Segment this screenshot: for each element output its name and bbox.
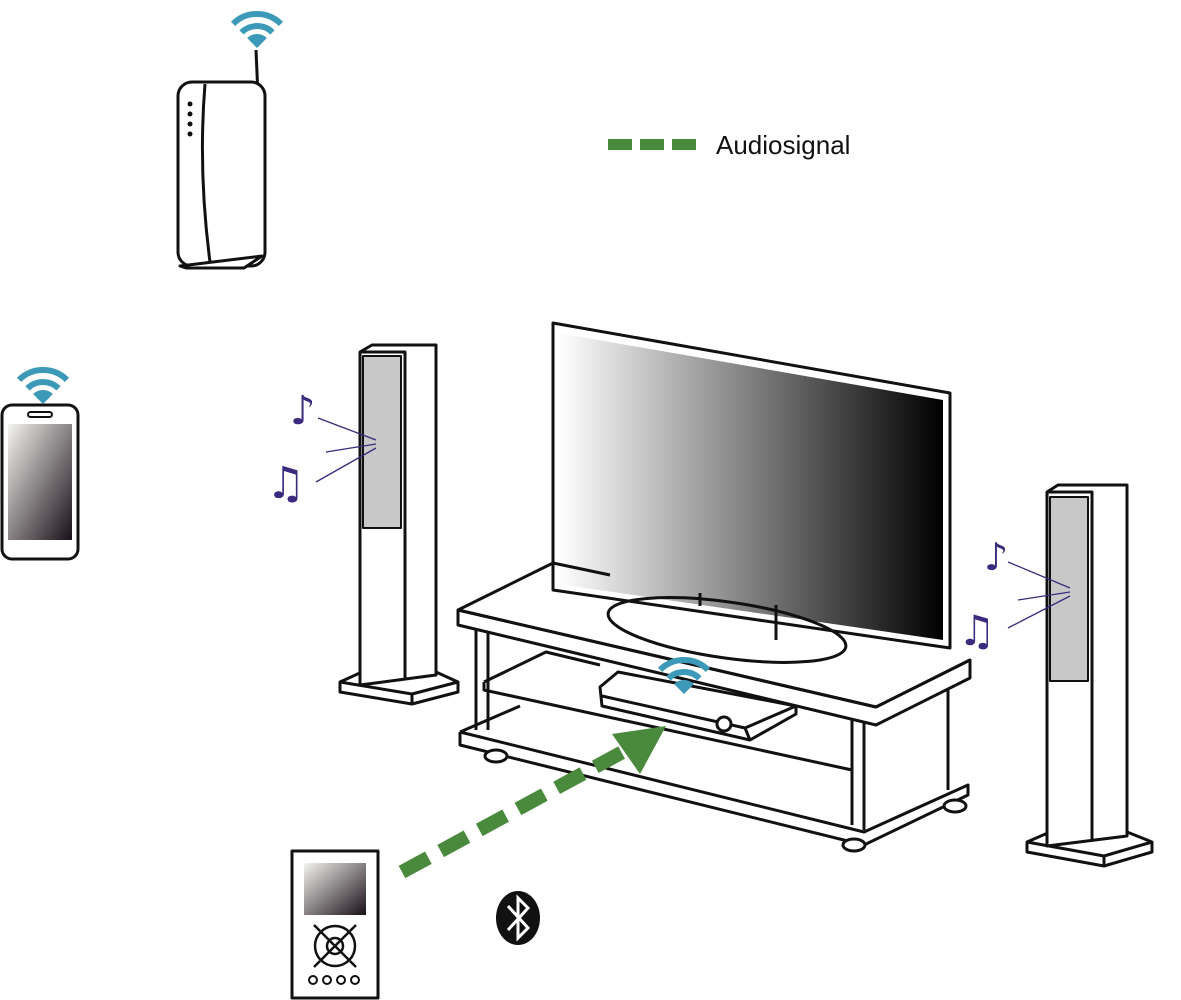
smartphone <box>0 403 80 561</box>
music-note-icon: ♪ <box>984 535 1008 579</box>
music-note-icon: ♪ <box>290 388 316 434</box>
legend-dashed-line <box>608 137 704 155</box>
wifi-icon <box>16 367 70 404</box>
right-speaker <box>1025 483 1154 868</box>
wifi-icon <box>657 657 711 694</box>
router <box>176 49 267 270</box>
sound-waves <box>315 417 1071 629</box>
music-note-icon: ♫ <box>266 458 305 509</box>
wifi-icon <box>230 11 284 48</box>
bluetooth-icon <box>496 891 540 945</box>
legend-label: Audiosignal <box>716 130 851 160</box>
music-note-icon: ♫ <box>958 606 996 655</box>
audio-signal-arrow <box>398 726 666 879</box>
media-player <box>290 849 380 1000</box>
tv <box>551 321 952 664</box>
left-speaker <box>338 343 460 706</box>
soundbar <box>598 670 798 742</box>
legend: Audiosignal <box>608 130 850 161</box>
tv-stand <box>456 561 972 853</box>
